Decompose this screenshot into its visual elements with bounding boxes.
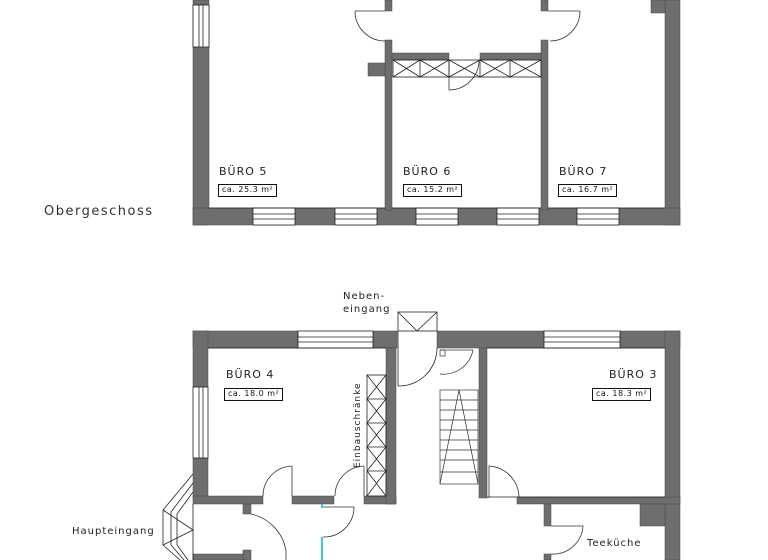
upper-closet [392,59,542,78]
room-name-buero-6: BÜRO 6 [403,165,452,178]
room-name-buero-3: BÜRO 3 [609,368,658,381]
ground-doors [250,465,584,560]
side-entrance-label-line1: Neben- [343,291,386,302]
upper-doors [354,10,581,91]
ground-windows [192,330,621,459]
room-area-buero-6: ca. 15.2 m² [403,184,463,197]
upper-windows [192,4,620,226]
room-area-buero-7: ca. 16.7 m² [558,184,618,197]
room-name-teekueche: Teeküche [587,538,642,549]
ground-room-outlines [208,347,665,498]
staircase [439,349,479,485]
built-in-cabinets [366,374,387,497]
side-entrance [397,311,438,387]
side-entrance-label-line2: eingang [343,304,391,315]
main-entrance-bay [162,473,194,560]
main-entrance-label: Haupteingang [72,526,155,537]
built-in-cabinets-label: Einbauschränke [353,382,363,468]
ground-floor-walls [192,330,681,560]
room-area-buero-5: ca. 25.3 m² [218,184,278,197]
room-name-buero-4: BÜRO 4 [226,368,275,381]
room-name-buero-5: BÜRO 5 [219,165,268,178]
room-area-buero-4: ca. 18.0 m² [224,388,284,401]
floor-label-upper: Obergeschoss [44,204,154,219]
room-name-buero-7: BÜRO 7 [559,165,608,178]
room-area-buero-3: ca. 18.3 m² [592,388,652,401]
